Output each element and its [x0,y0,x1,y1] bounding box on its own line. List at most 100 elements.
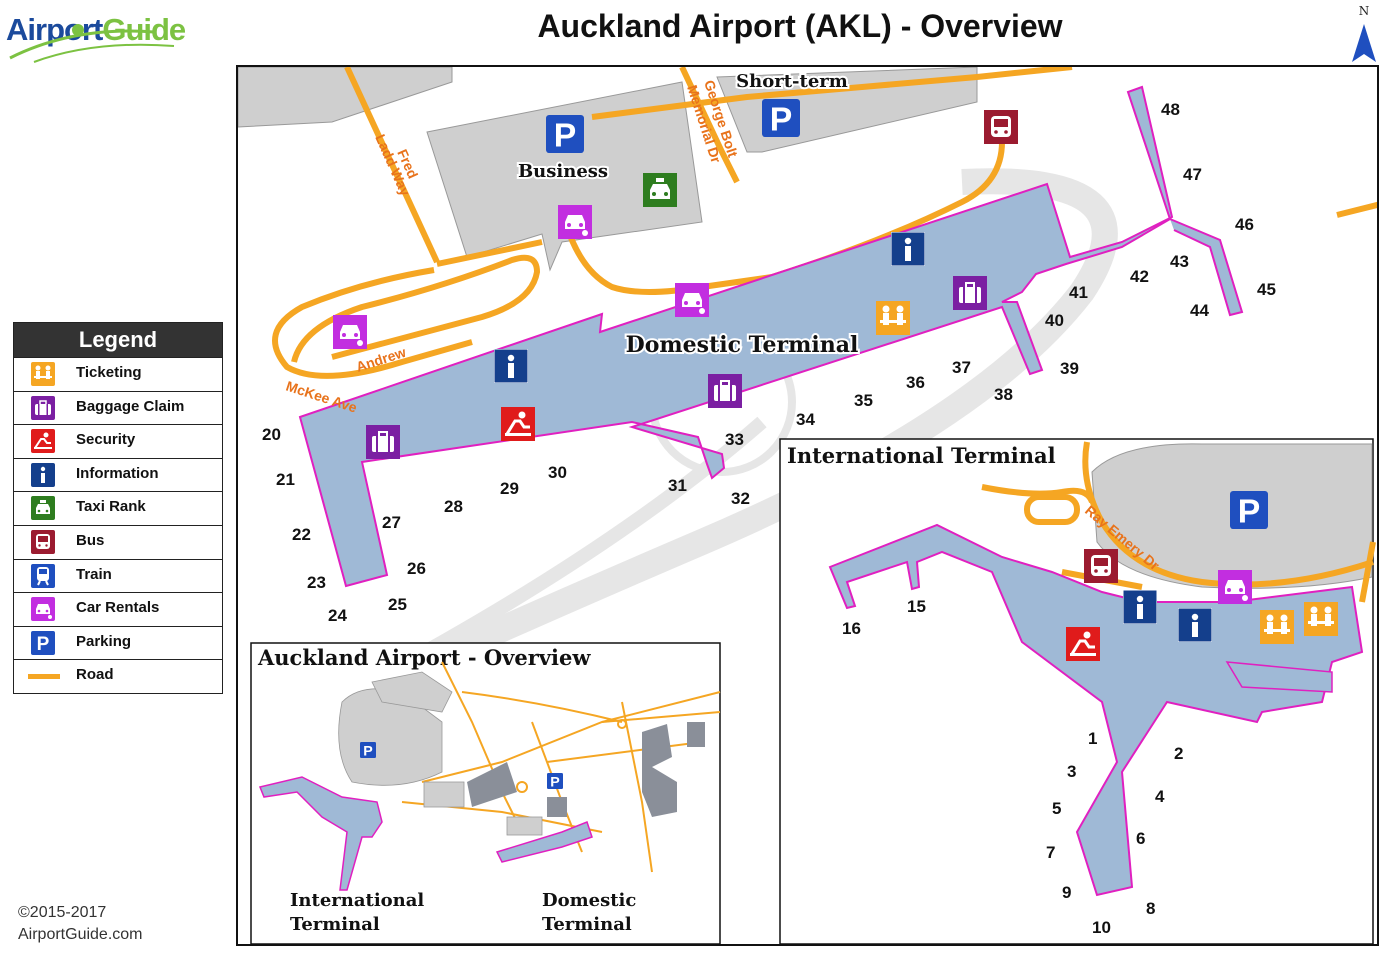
business-parking-label: Business [518,161,608,182]
ticketing-icon[interactable] [1304,602,1338,636]
information-icon[interactable] [1178,608,1212,642]
page-title: Auckland Airport (AKL) - Overview [537,8,1063,44]
inset-overview-panel: Auckland Airport - Overview [250,642,721,944]
inset-intl-label-2: Terminal [290,914,380,935]
logo-swoosh-icon [9,24,175,63]
gate-22: 22 [292,525,311,544]
inset-intl-label-1: International [290,890,424,911]
gate-3: 3 [1067,762,1076,781]
gate-10: 10 [1092,918,1111,937]
international-terminal-label: International Terminal [787,443,1056,468]
domestic-terminal[interactable] [298,85,1244,588]
gate-23: 23 [307,573,326,592]
parking-buildings [238,67,978,272]
short-term-parking-icon[interactable] [762,99,800,139]
legend: Legend Ticketing Baggage Claim Security … [13,322,223,694]
international-terminal-panel[interactable]: International Terminal Ray Emery Dr 1234… [779,438,1376,944]
car-rental-icon[interactable] [1218,570,1252,604]
legend-label-parking: Parking [76,632,132,650]
gate-15: 15 [907,597,926,616]
baggage-claim-icon[interactable] [953,276,987,310]
information-icon[interactable] [1123,590,1157,624]
business-parking-icon[interactable] [546,115,584,155]
legend-label-taxi-rank: Taxi Rank [76,498,146,516]
gate-33: 33 [725,430,744,449]
domestic-terminal-label: Domestic Terminal [626,332,859,358]
svg-text:P: P [37,634,50,655]
gate-7: 7 [1046,843,1055,862]
gate-9: 9 [1062,883,1071,902]
gate-1: 1 [1088,729,1097,748]
gate-43: 43 [1170,252,1189,271]
security-icon [31,429,55,454]
legend-label-baggage-claim: Baggage Claim [76,397,185,415]
gate-39: 39 [1060,359,1079,378]
security-icon[interactable] [1066,627,1100,661]
ticketing-icon[interactable] [876,301,910,335]
gate-47: 47 [1183,165,1202,184]
gate-41: 41 [1069,283,1088,302]
airportguide-logo[interactable]: AirportGuide [4,6,214,66]
north-label: N [1358,4,1370,18]
taxi-icon[interactable] [643,173,677,207]
inset-title: Auckland Airport - Overview [257,645,591,670]
legend-label-bus: Bus [76,531,105,549]
international-parking-icon[interactable] [1230,491,1268,531]
legend-item-bus: Bus [14,524,222,559]
ticketing-icon[interactable] [1260,610,1294,644]
information-icon[interactable] [494,349,528,383]
car-rental-icon[interactable] [558,205,592,239]
baggage-claim-icon[interactable] [366,425,400,459]
information-icon[interactable] [891,232,925,266]
parking-icon: P [31,630,55,655]
copyright-years: ©2015-2017 [18,904,107,921]
gate-36: 36 [906,373,925,392]
airport-map[interactable]: P Domestic Terminal Business [236,65,1379,946]
logo-text-guide: Guide [102,12,186,47]
gate-40: 40 [1045,311,1064,330]
roads [272,67,1377,379]
car-rental-icon[interactable] [675,283,709,317]
gate-32: 32 [731,489,750,508]
inset-dom-label-2: Terminal [542,914,632,935]
baggage-claim-icon [31,395,55,420]
gate-8: 8 [1146,899,1155,918]
legend-item-taxi-rank: Taxi Rank [14,491,222,525]
legend-label-road: Road [76,666,114,684]
domestic-gates: 2021222324252627282930313233343536373839… [262,100,1276,625]
short-term-parking-label: Short-term [736,71,848,92]
bus-icon[interactable] [984,110,1018,144]
gate-27: 27 [382,513,401,532]
security-icon[interactable] [501,407,535,441]
car-rental-icon[interactable] [333,315,367,349]
legend-item-car-rentals: Car Rentals [14,592,222,626]
gate-4: 4 [1155,787,1165,806]
gate-26: 26 [407,559,426,578]
bus-icon[interactable] [1084,549,1118,583]
legend-item-parking: P Parking [14,625,222,660]
gate-25: 25 [388,595,407,614]
gate-34: 34 [796,410,815,429]
gate-48: 48 [1161,100,1180,119]
train-icon [31,563,55,588]
gate-31: 31 [668,476,687,495]
gate-2: 2 [1174,744,1183,763]
gate-42: 42 [1130,267,1149,286]
legend-label-security: Security [76,431,136,449]
gate-37: 37 [952,358,971,377]
gate-21: 21 [276,470,295,489]
copyright-site: AirportGuide.com [18,926,143,943]
legend-item-security: Security [14,424,222,458]
legend-item-ticketing: Ticketing [14,357,222,391]
gate-30: 30 [548,463,567,482]
bus-icon [31,529,55,554]
gate-44: 44 [1190,301,1209,320]
baggage-claim-icon[interactable] [708,374,742,408]
gate-29: 29 [500,479,519,498]
legend-label-train: Train [76,565,112,583]
inset-parking-icon [547,773,563,789]
information-icon [31,462,55,487]
legend-item-baggage-claim: Baggage Claim [14,390,222,425]
car-rental-icon [31,597,55,622]
